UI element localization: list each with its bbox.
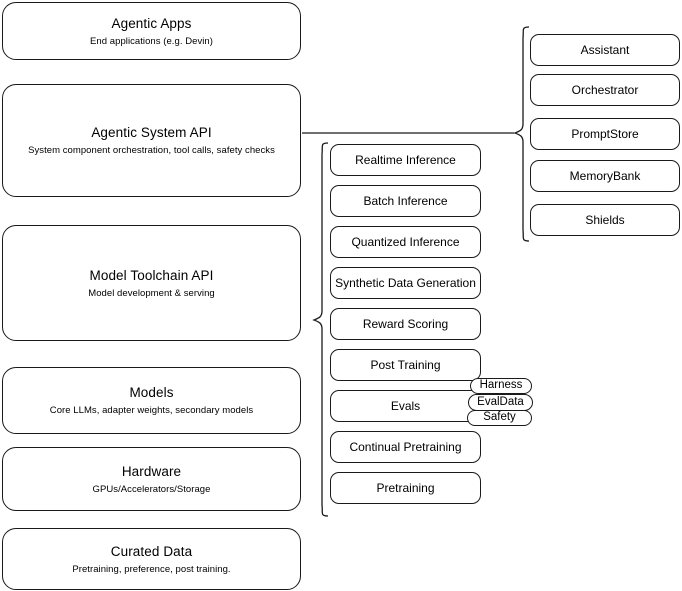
- evals-badge-label: Safety: [483, 411, 516, 424]
- layer-box-curated-data[interactable]: Curated Data Pretraining, preference, po…: [2, 528, 301, 590]
- layer-box-model-toolchain-api[interactable]: Model Toolchain API Model development & …: [2, 225, 301, 341]
- layer-title: Models: [129, 385, 174, 400]
- toolchain-item-batch-inference[interactable]: Batch Inference: [330, 185, 481, 217]
- system-component-memorybank[interactable]: MemoryBank: [530, 160, 680, 192]
- layer-subtitle: End applications (e.g. Devin): [90, 35, 213, 47]
- layer-subtitle: Model development & serving: [88, 287, 215, 299]
- toolchain-item-label: Realtime Inference: [355, 153, 456, 167]
- toolchain-item-reward-scoring[interactable]: Reward Scoring: [330, 308, 481, 340]
- system-component-promptstore[interactable]: PromptStore: [530, 118, 680, 150]
- toolchain-item-continual-pretraining[interactable]: Continual Pretraining: [330, 431, 481, 463]
- system-component-orchestrator[interactable]: Orchestrator: [530, 74, 680, 106]
- evals-badge-evaldata[interactable]: EvalData: [468, 394, 533, 411]
- layer-title: Hardware: [121, 463, 182, 479]
- toolchain-item-quantized-inference[interactable]: Quantized Inference: [330, 226, 481, 258]
- toolchain-item-label: Post Training: [370, 358, 441, 372]
- system-component-shields[interactable]: Shields: [530, 204, 680, 236]
- layer-box-models[interactable]: Models Core LLMs, adapter weights, secon…: [2, 367, 301, 434]
- toolchain-item-evals[interactable]: Evals: [330, 390, 481, 422]
- system-component-label: MemoryBank: [569, 169, 641, 183]
- system-component-label: Orchestrator: [571, 83, 639, 97]
- toolchain-item-label: Batch Inference: [363, 194, 448, 208]
- toolchain-item-post-training[interactable]: Post Training: [330, 349, 481, 381]
- evals-badge-label: EvalData: [477, 395, 524, 408]
- toolchain-item-label: Pretraining: [376, 481, 435, 495]
- toolchain-item-label: Reward Scoring: [362, 317, 449, 331]
- bracket-toolchain-items: [312, 142, 329, 517]
- toolchain-item-label: Evals: [390, 399, 421, 413]
- evals-badge-harness[interactable]: Harness: [470, 378, 532, 394]
- layer-title: Agentic System API: [91, 125, 212, 140]
- layer-title: Agentic Apps: [111, 15, 192, 31]
- layer-subtitle: Core LLMs, adapter weights, secondary mo…: [49, 405, 254, 416]
- layer-box-agentic-apps[interactable]: Agentic Apps End applications (e.g. Devi…: [2, 2, 301, 60]
- layer-subtitle: System component orchestration, tool cal…: [28, 145, 275, 156]
- evals-badge-safety[interactable]: Safety: [467, 410, 532, 426]
- toolchain-item-realtime-inference[interactable]: Realtime Inference: [330, 144, 481, 176]
- system-component-label: PromptStore: [571, 127, 639, 141]
- toolchain-item-pretraining[interactable]: Pretraining: [330, 472, 481, 504]
- toolchain-item-synthetic-data-generation[interactable]: Synthetic Data Generation: [330, 267, 481, 299]
- layer-subtitle: GPUs/Accelerators/Storage: [92, 483, 211, 495]
- layer-title: Curated Data: [110, 543, 193, 559]
- toolchain-item-label: Synthetic Data Generation: [335, 276, 476, 290]
- layer-box-hardware[interactable]: Hardware GPUs/Accelerators/Storage: [2, 447, 301, 511]
- toolchain-item-label: Quantized Inference: [351, 235, 460, 249]
- system-component-label: Shields: [585, 213, 625, 227]
- layer-box-agentic-system-api[interactable]: Agentic System API System component orch…: [2, 84, 301, 197]
- evals-badge-label: Harness: [479, 379, 523, 392]
- system-component-assistant[interactable]: Assistant: [530, 34, 680, 66]
- layer-title: Model Toolchain API: [89, 267, 214, 283]
- bracket-system-components: [513, 26, 530, 242]
- layer-subtitle: Pretraining, preference, post training.: [72, 563, 231, 575]
- system-component-label: Assistant: [580, 43, 630, 57]
- toolchain-item-label: Continual Pretraining: [349, 440, 462, 454]
